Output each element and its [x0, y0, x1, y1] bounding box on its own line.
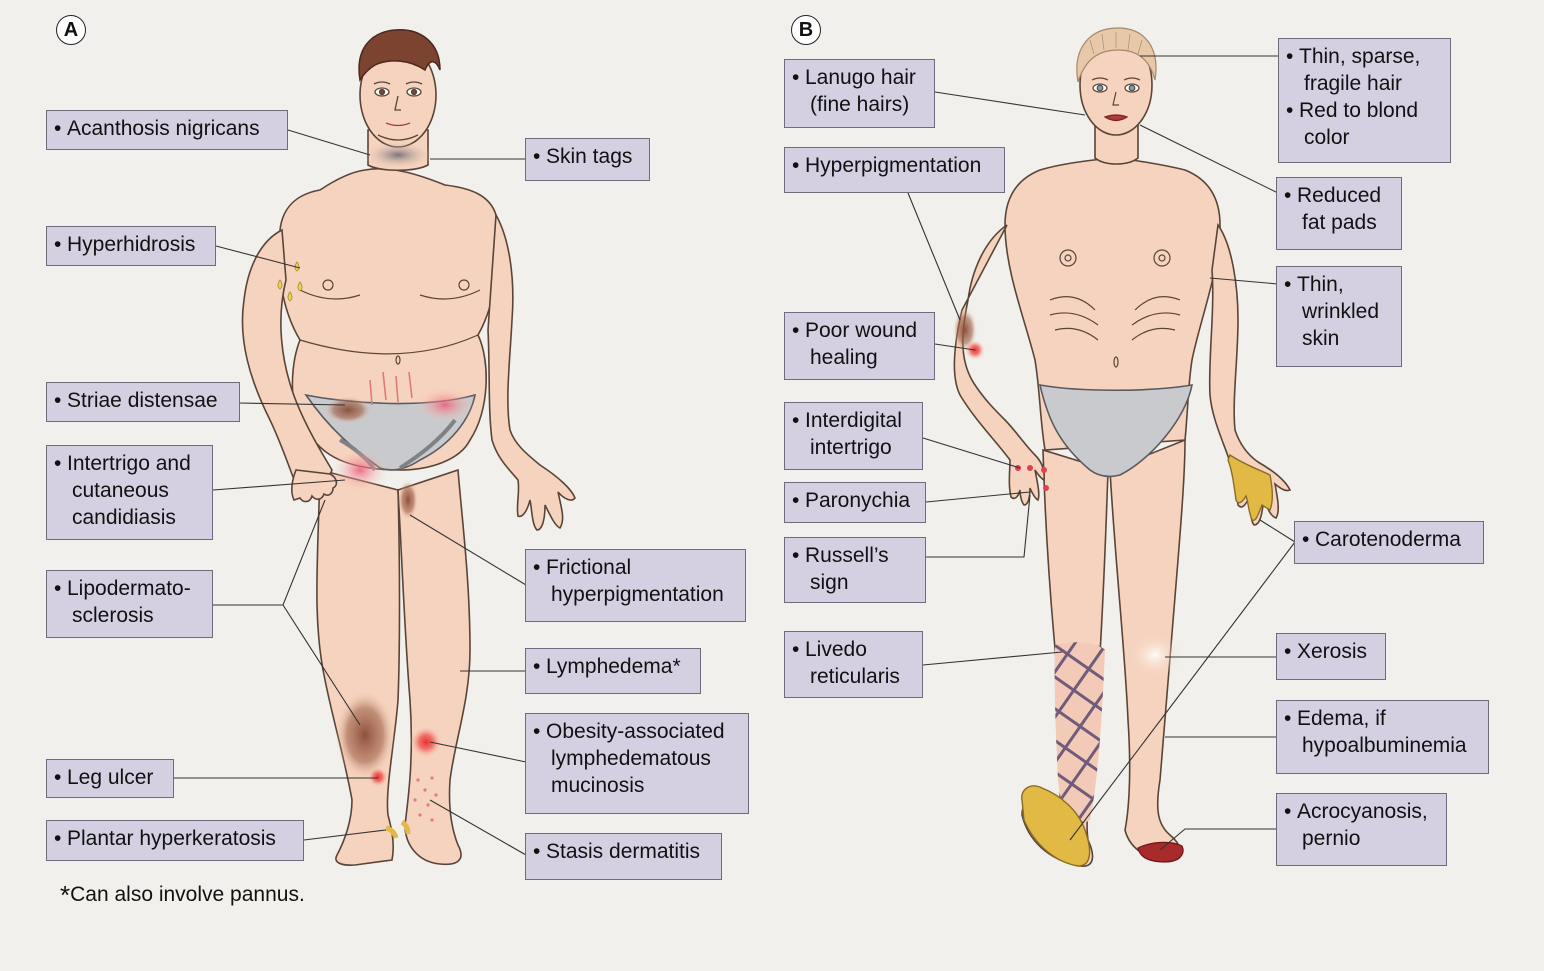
label-interdigital-intertrigo: Interdigital intertrigo	[784, 402, 923, 470]
label-text: pernio	[1302, 827, 1361, 850]
label-text: (fine hairs)	[810, 93, 910, 116]
label-text: wrinkled	[1302, 300, 1380, 323]
label-text: Hyperpigmentation	[805, 154, 982, 177]
label-text: Xerosis	[1297, 640, 1368, 663]
label-text: Acrocyanosis,	[1297, 800, 1428, 823]
label-text: Intertrigo and	[67, 452, 191, 475]
label-text: sign	[810, 571, 849, 594]
face-b	[1091, 77, 1141, 122]
label-thin-sparse-fragile-hair: Thin, sparse, fragile hair Red to blond co…	[1278, 38, 1451, 163]
label-lipodermatosclerosis: Lipodermato-sclerosis	[46, 570, 213, 638]
label-paronychia: Paronychia	[784, 482, 926, 523]
label-text: hyperpigmentation	[551, 583, 724, 606]
label-text: fat pads	[1302, 211, 1377, 234]
label-acrocyanosis-pernio: Acrocyanosis, pernio	[1276, 793, 1447, 866]
label-text: skin	[1302, 327, 1340, 350]
label-text: Interdigital	[805, 409, 902, 432]
label-reduced-fat-pads: Reduced fat pads	[1276, 177, 1402, 250]
footnote: *Can also involve pannus.	[60, 880, 305, 911]
label-text: Thin, sparse,	[1299, 45, 1421, 68]
label-text: Obesity-associated	[546, 720, 725, 743]
label-skin-tags: Skin tags	[525, 138, 650, 181]
label-text: candidiasis	[72, 506, 176, 529]
label-edema-hypoalbuminemia: Edema, if hypoalbuminemia	[1276, 700, 1489, 774]
label-lanugo-hair: Lanugo hair (fine hairs)	[784, 59, 935, 128]
label-thin-wrinkled-skin: Thin, wrinkled skin	[1276, 266, 1402, 367]
label-text: lymphedematous	[551, 747, 711, 770]
label-text: hypoalbuminemia	[1302, 734, 1467, 757]
label-frictional-hyperpigmentation: Frictional hyperpigmentation	[525, 549, 746, 622]
sweat-drops	[277, 261, 303, 302]
label-text: Russell’s	[805, 544, 889, 567]
label-text: Livedo	[805, 638, 867, 661]
label-plantar-hyperkeratosis: Plantar hyperkeratosis	[46, 820, 304, 861]
label-text: Lanugo hair	[805, 66, 916, 89]
label-carotenoderma: Carotenoderma	[1294, 521, 1484, 564]
panel-label-a: A	[56, 15, 86, 45]
label-text: Poor wound	[805, 319, 918, 342]
label-xerosis: Xerosis	[1276, 633, 1386, 680]
label-text: Striae distensae	[67, 389, 218, 412]
face-a	[373, 81, 423, 141]
label-text: reticularis	[810, 665, 900, 688]
label-text: sclerosis	[72, 604, 154, 627]
label-hyperhidrosis: Hyperhidrosis	[46, 226, 216, 266]
label-text: color	[1304, 126, 1350, 149]
label-hyperpigmentation: Hyperpigmentation	[784, 147, 1005, 193]
label-text: fragile hair	[1304, 72, 1403, 95]
label-text: Acanthosis nigricans	[67, 117, 260, 140]
leader-lines	[174, 55, 1296, 856]
label-lymphedema: Lymphedema*	[525, 648, 701, 694]
label-text: intertrigo	[810, 436, 892, 459]
label-text: Paronychia	[805, 489, 911, 512]
label-text: Reduced	[1297, 184, 1382, 207]
label-striae-distensae: Striae distensae	[46, 382, 240, 422]
label-text: Frictional	[546, 556, 632, 579]
label-text: Carotenoderma	[1315, 528, 1461, 551]
label-text: Leg ulcer	[67, 766, 154, 789]
label-intertrigo-candidiasis: Intertrigo and cutaneous candidiasis	[46, 445, 213, 540]
label-text: mucinosis	[551, 774, 645, 797]
label-text: Plantar hyperkeratosis	[67, 827, 276, 850]
label-text: Skin tags	[546, 145, 633, 168]
label-text: healing	[810, 346, 878, 369]
panel-label-b: B	[791, 15, 821, 45]
footnote-asterisk: *	[60, 880, 71, 910]
label-livedo-reticularis: Livedo reticularis	[784, 631, 923, 698]
label-leg-ulcer: Leg ulcer	[46, 759, 174, 798]
footnote-text: Can also involve pannus.	[70, 883, 305, 906]
label-text: Stasis dermatitis	[546, 840, 701, 863]
label-russells-sign: Russell’s sign	[784, 537, 926, 603]
label-text: Red to blond	[1299, 99, 1419, 122]
label-acanthosis-nigricans: Acanthosis nigricans	[46, 110, 288, 150]
stasis-dots	[413, 776, 438, 822]
label-text: Edema, if	[1297, 707, 1386, 730]
label-text: cutaneous	[72, 479, 169, 502]
label-text: Lipodermato-	[67, 577, 191, 600]
label-text: Thin,	[1297, 273, 1344, 296]
label-text: Lymphedema*	[546, 655, 681, 678]
label-text: Hyperhidrosis	[67, 233, 196, 256]
striae	[369, 371, 413, 406]
label-obesity-lymphedematous-mucinosis: Obesity-associated lymphedematous mucinosi…	[525, 713, 749, 814]
label-stasis-dermatitis: Stasis dermatitis	[525, 833, 722, 880]
label-poor-wound-healing: Poor wound healing	[784, 312, 935, 380]
